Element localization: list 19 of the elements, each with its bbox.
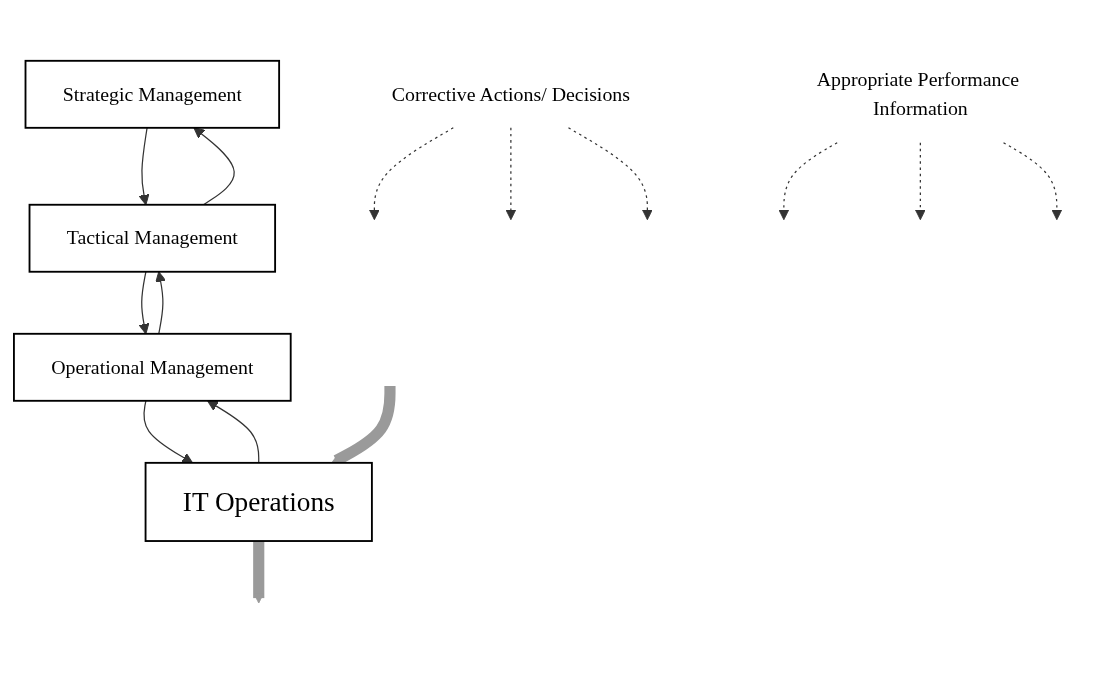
flow-arrow bbox=[253, 541, 265, 604]
arrow bbox=[143, 400, 193, 464]
leader-line bbox=[505, 127, 517, 221]
leader-line bbox=[1002, 142, 1063, 221]
leader-line bbox=[914, 142, 926, 221]
leader-line bbox=[368, 127, 454, 221]
box-label: IT Operations bbox=[182, 485, 335, 520]
box-label: Operational Management bbox=[51, 355, 254, 380]
leader-line bbox=[567, 127, 653, 221]
leader-line bbox=[778, 142, 838, 221]
annotation-text: Corrective Actions/ Decisions bbox=[391, 82, 630, 107]
box-label: Tactical Management bbox=[66, 226, 238, 251]
arrow bbox=[207, 400, 260, 464]
arrow bbox=[193, 127, 235, 206]
annotation-text: Appropriate Performance Information bbox=[815, 67, 1020, 122]
box-label: Strategic Management bbox=[62, 82, 242, 107]
arrow bbox=[138, 127, 150, 206]
arrow bbox=[155, 271, 166, 335]
arrow bbox=[138, 271, 150, 335]
